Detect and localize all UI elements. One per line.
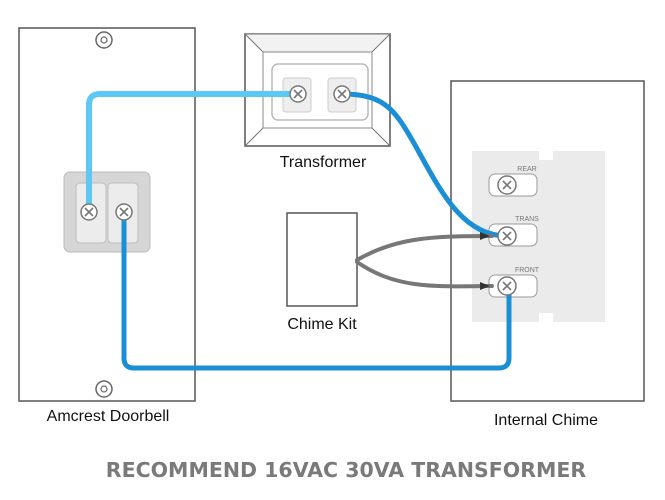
internal-chime-box <box>450 80 645 402</box>
screw-icon <box>497 276 517 296</box>
trans-terminal-label: TRANS <box>515 216 539 223</box>
blue-wire-transformer-to-trans <box>339 91 510 239</box>
transformer-label: Transformer <box>280 154 367 171</box>
blue-wire-doorbell-to-front <box>121 209 512 371</box>
footer-recommendation: RECOMMEND 16VAC 30VA TRANSFORMER <box>106 458 587 482</box>
chime-kit-label: Chime Kit <box>287 316 357 333</box>
screw-icon <box>80 203 98 221</box>
screw-icon <box>497 226 517 246</box>
chime-kit-box <box>286 212 358 307</box>
gray-wire-to-front <box>355 260 494 289</box>
internal-chime-label: Internal Chime <box>494 412 598 429</box>
screw-icon <box>289 85 307 103</box>
light-blue-wire <box>86 91 301 215</box>
front-terminal-label: FRONT <box>515 267 540 274</box>
rear-terminal-label: REAR <box>517 166 536 173</box>
screw-icon <box>115 203 133 221</box>
doorbell-label: Amcrest Doorbell <box>47 408 170 425</box>
gray-wire-to-trans <box>355 234 494 262</box>
transformer-box <box>243 33 392 147</box>
screw-icon <box>333 85 351 103</box>
screw-icon <box>497 175 517 195</box>
doorbell-plate <box>18 27 196 402</box>
